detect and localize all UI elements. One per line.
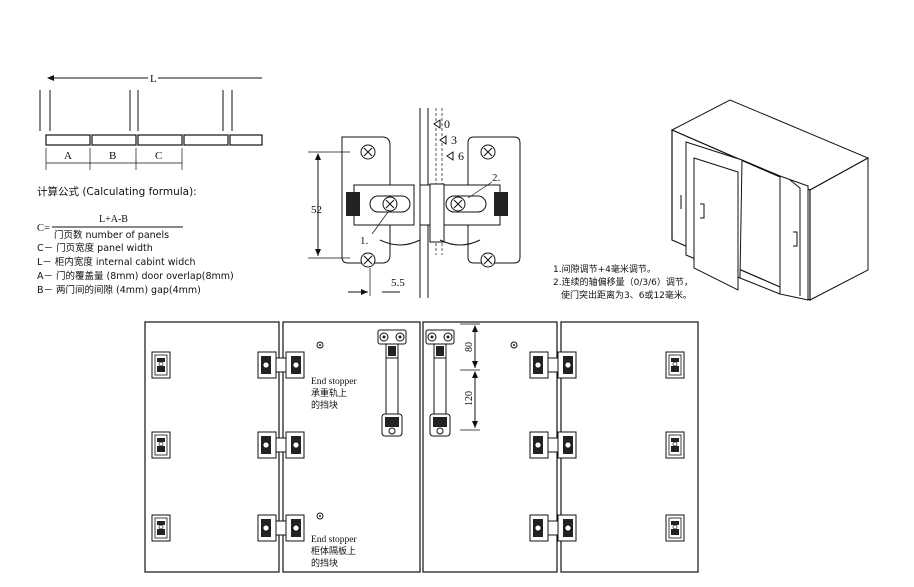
stopper-bottom-en: End stopper <box>311 535 357 545</box>
stopper-bottom-cn2: 的挡块 <box>311 557 338 569</box>
def-A: A－ 门的覆盖量 (8mm) door overlap(8mm) <box>37 270 234 282</box>
note-line-3: 使门突出距离为3、6或12毫米。 <box>561 289 692 301</box>
def-C: C－ 门页宽度 panel width <box>37 242 153 254</box>
adjust-3-label: 3 <box>451 133 457 147</box>
adjust-6-label: 6 <box>458 149 464 163</box>
def-L: L－ 柜内宽度 internal cabint widch <box>37 256 195 268</box>
dim-C-label: C <box>155 150 162 162</box>
door-panels-front-view: 80 120 End stopper 承重轨上 的挡块 End stopper … <box>144 321 699 573</box>
formula-title: 计算公式 (Calculating formula): <box>37 185 197 198</box>
note-line-1: 1.间隙调节+4毫米调节。 <box>553 263 656 275</box>
hinge-detail-drawing: 0 3 6 52 5.5 1. 2. <box>308 108 521 298</box>
dim-L-label: L <box>150 73 157 85</box>
adjust-0-label: 0 <box>444 117 450 131</box>
stopper-bottom-cn1: 柜体隔板上 <box>311 545 356 557</box>
note-line-2: 2.连续的轴偏移量（0/3/6）调节， <box>553 276 693 288</box>
formula-c-equals: C= <box>37 223 50 234</box>
width-formula-diagram: L A B C 计算公式 (Calculating formula): C= L… <box>37 73 263 296</box>
dim-A-label: A <box>64 150 72 162</box>
callout-2: 2. <box>492 172 501 184</box>
def-B: B－ 两门间的间隙 (4mm) gap(4mm) <box>37 284 201 296</box>
dim-120-label: 120 <box>464 391 475 406</box>
callout-1: 1. <box>360 235 369 247</box>
stopper-top-en: End stopper <box>311 377 357 387</box>
cabinet-illustration <box>670 99 870 301</box>
stopper-top-cn1: 承重轨上 <box>311 387 347 399</box>
adjustment-notes: 1.间隙调节+4毫米调节。 2.连续的轴偏移量（0/3/6）调节， 使门突出距离… <box>553 263 693 301</box>
dim-80-label: 80 <box>464 342 475 352</box>
formula-denominator: 门页数 number of panels <box>54 229 169 241</box>
dim-B-label: B <box>109 150 116 162</box>
formula-numerator: L+A-B <box>99 214 128 225</box>
dim-52-label: 52 <box>311 204 322 216</box>
stopper-top-cn2: 的挡块 <box>311 399 338 411</box>
dim-5-5-label: 5.5 <box>391 277 405 289</box>
